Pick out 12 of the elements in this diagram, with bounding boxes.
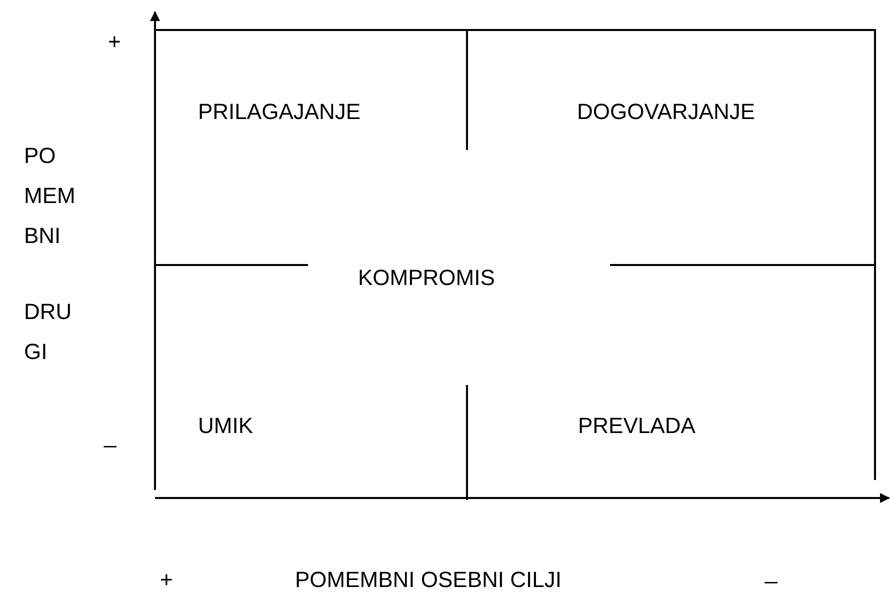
axis-sign: _ <box>765 558 778 586</box>
axis-sign: _ <box>104 422 116 450</box>
axis-title: POMEMBNI OSEBNI CILJI <box>295 566 562 594</box>
quadrant-label: DOGOVARJANJE <box>577 98 756 126</box>
quadrant-label: KOMPROMIS <box>358 264 495 292</box>
axis-sign: + <box>160 566 173 594</box>
axis-title: PO MEM BNI <box>24 142 76 250</box>
quadrant-label: PREVLADA <box>578 412 696 440</box>
quadrant-label: PRILAGAJANJE <box>198 98 361 126</box>
axis-title: DRU GI <box>24 298 73 366</box>
axis-sign: + <box>108 28 121 56</box>
quadrant-label: UMIK <box>198 412 253 440</box>
